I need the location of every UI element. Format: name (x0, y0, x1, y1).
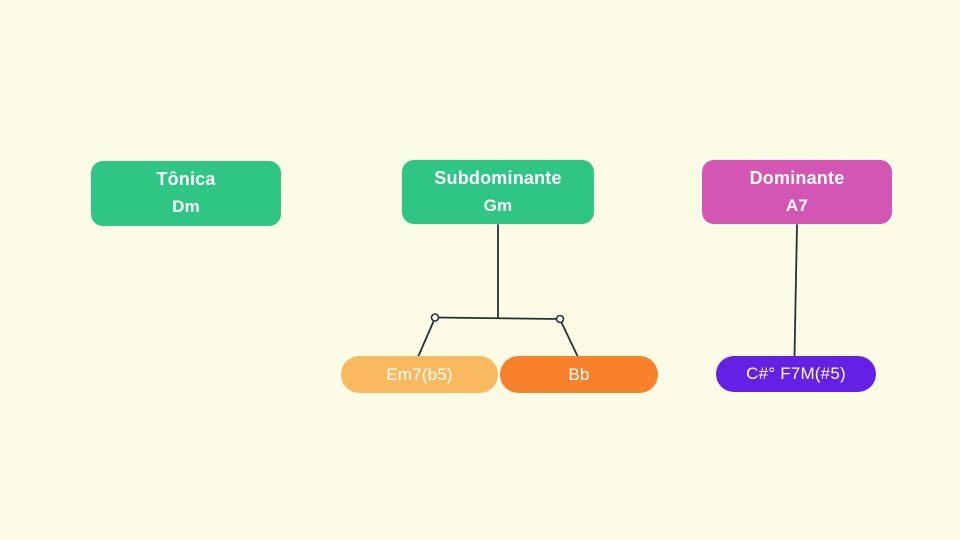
connector-branch-left (417, 320, 435, 358)
node-title: Subdominante (434, 167, 562, 188)
connector-dominante-stem (793, 224, 798, 357)
node-chord: Gm (483, 195, 513, 215)
connector-branch-right (560, 321, 579, 358)
node-em7b5[interactable]: Em7(b5) (341, 356, 498, 393)
node-tonica[interactable]: Tônica Dm (91, 161, 281, 226)
node-subdominante[interactable]: Subdominante Gm (402, 160, 594, 224)
node-label: Bb (568, 364, 590, 384)
node-csharp-f7m[interactable]: C#° F7M(#5) (716, 356, 876, 392)
node-chord: Dm (172, 197, 200, 217)
node-label: C#° F7M(#5) (746, 364, 846, 383)
branch-handle-right[interactable] (555, 314, 565, 324)
node-title: Dominante (749, 167, 845, 188)
connector-branch-bar (434, 316, 561, 320)
node-bb[interactable]: Bb (500, 356, 658, 393)
node-title: Tônica (156, 169, 216, 190)
node-dominante[interactable]: Dominante A7 (702, 160, 892, 224)
node-label: Em7(b5) (386, 364, 453, 384)
node-chord: A7 (785, 195, 809, 215)
branch-handle-left[interactable] (430, 313, 440, 322)
